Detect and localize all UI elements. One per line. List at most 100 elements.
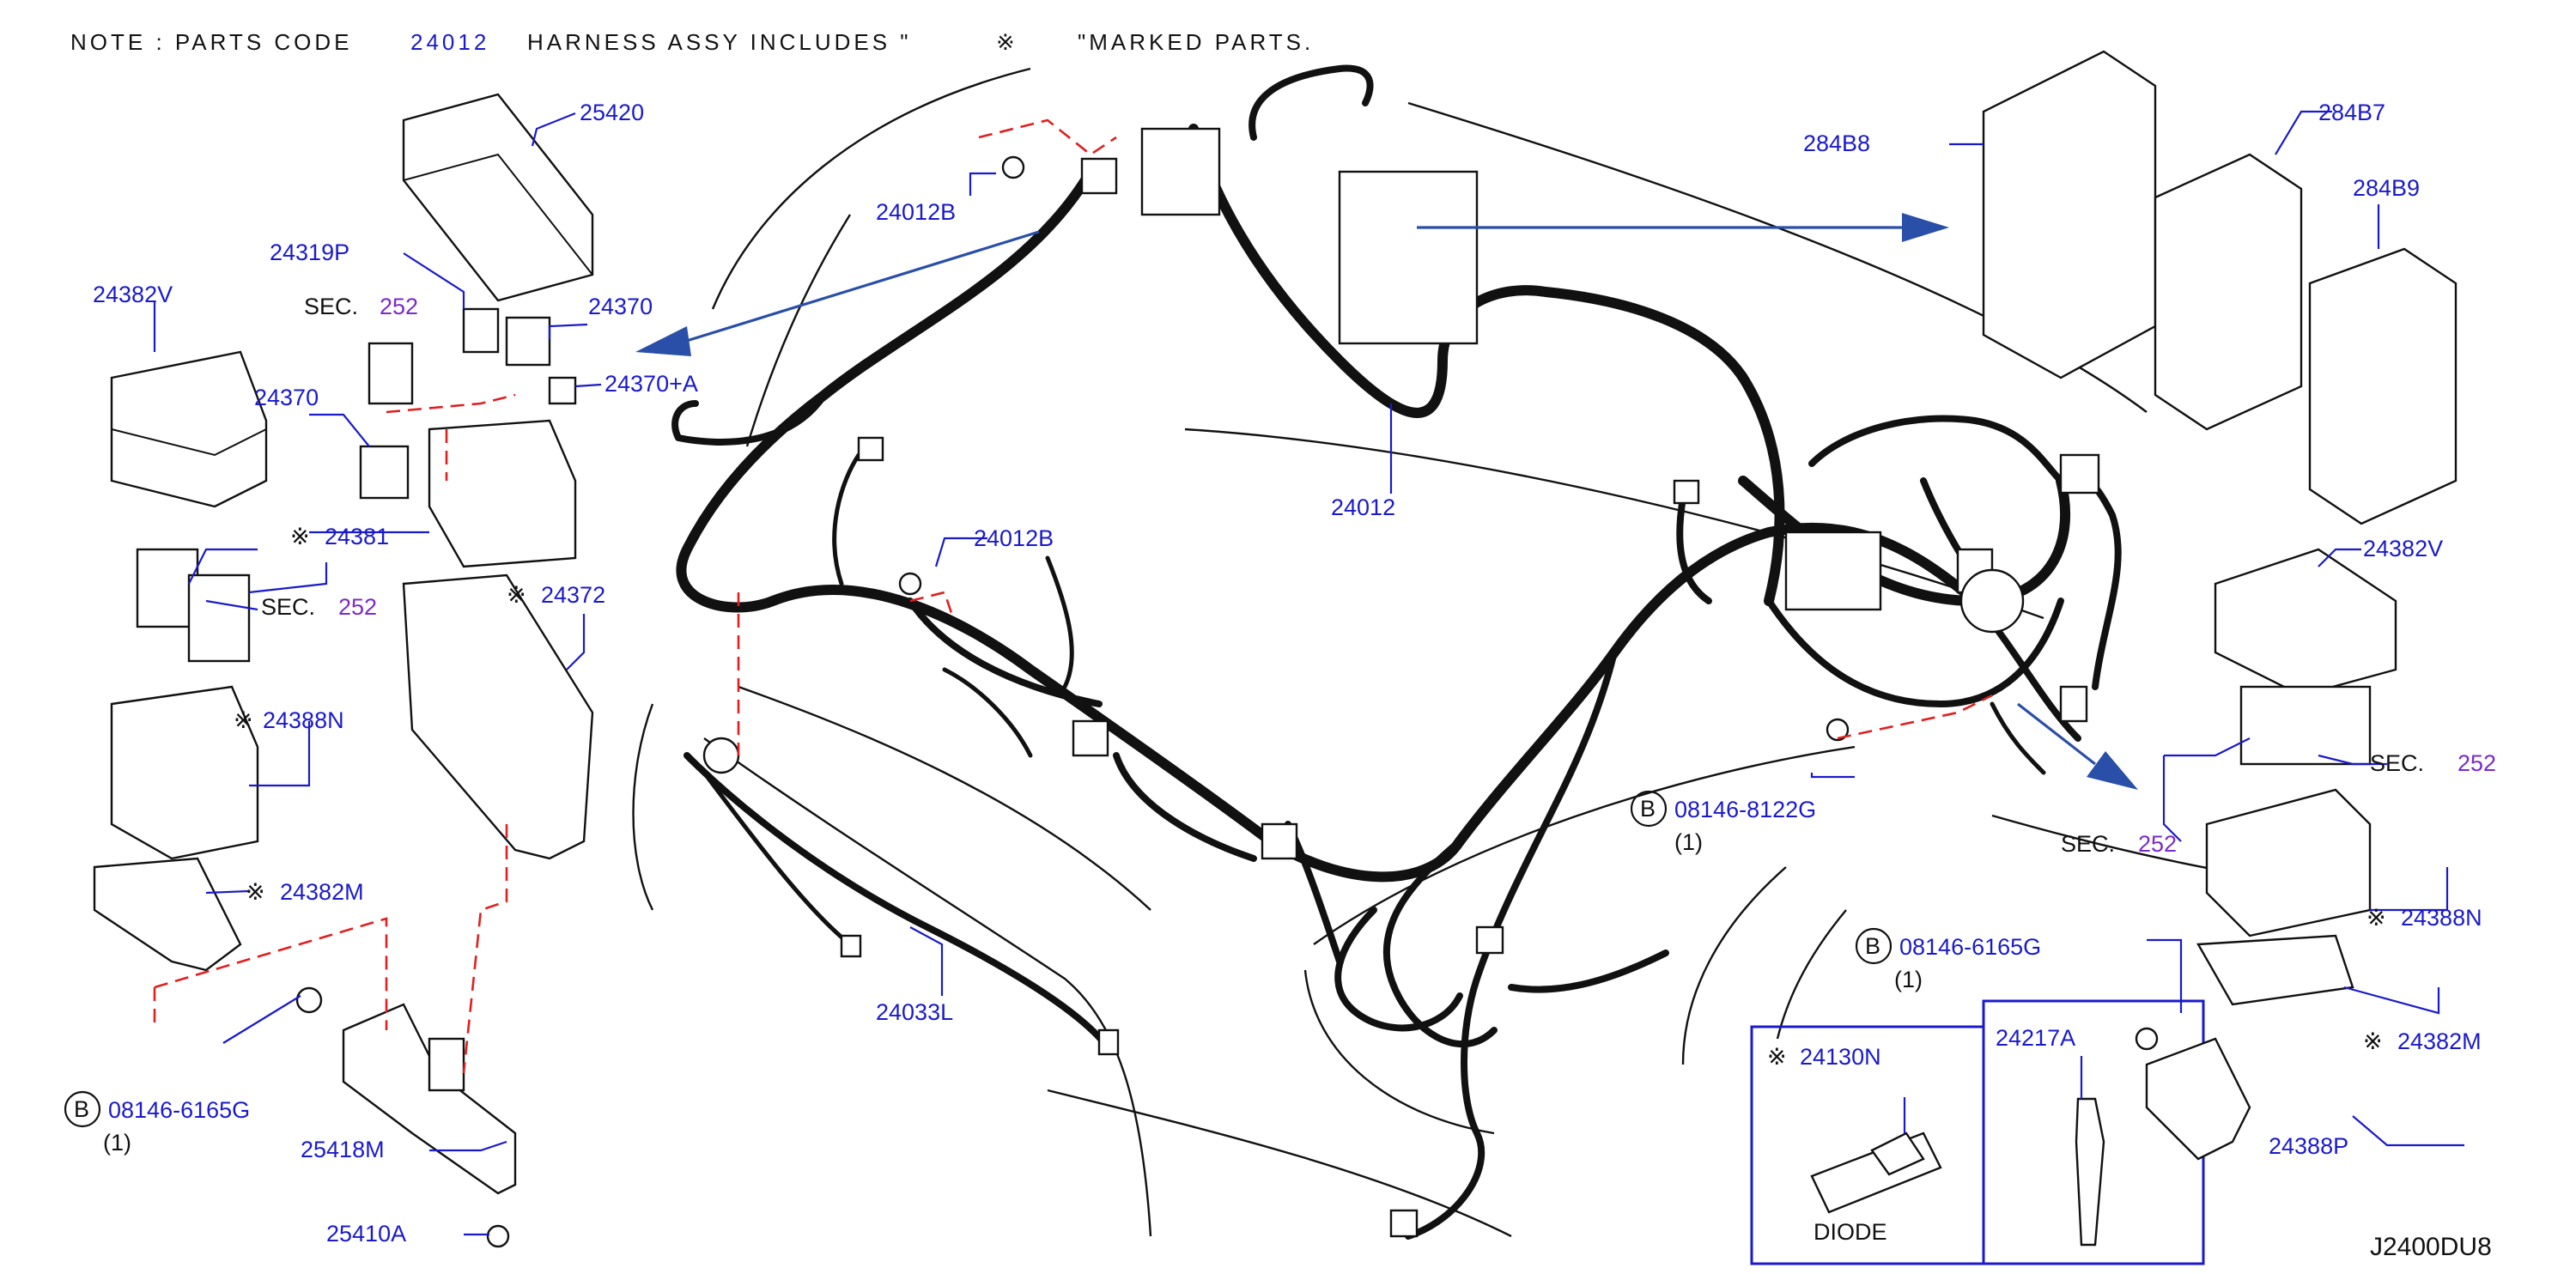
label-24012: 24012 (1331, 494, 1395, 520)
relay-box-24388N-right (2205, 788, 2372, 937)
label-24130N: 24130N (1800, 1044, 1881, 1070)
relay-group-right (2239, 685, 2372, 766)
grommet-right (1959, 568, 2025, 634)
label-24388P: 24388P (2269, 1133, 2348, 1159)
label-sec-left-top: SEC. (304, 294, 358, 319)
bracket-24382M-right (2196, 934, 2354, 1006)
bracket-24382M-left (93, 857, 242, 972)
grommet-left (702, 737, 740, 774)
right-parts (1826, 50, 2458, 1161)
leader-lines (153, 110, 2464, 1236)
label-24382V-right: 24382V (2363, 536, 2443, 561)
cover-24382V-left (110, 350, 268, 508)
fuse-block-24381 (428, 419, 577, 568)
arrow-head-down (2087, 751, 2138, 790)
label-25418M: 25418M (301, 1137, 385, 1162)
label-sec-right-low-num: 252 (2138, 831, 2177, 857)
connector-right-box (1784, 531, 1882, 611)
label-25410A: 25410A (326, 1221, 406, 1247)
bolt-08146-8122G (1826, 718, 1850, 742)
bolt-symbol-left-text: B (74, 1096, 89, 1122)
connector-c (1072, 719, 1109, 757)
bolt-left (295, 986, 323, 1014)
label-sec-right-low: SEC. (2061, 831, 2115, 857)
label-sec-left-mid-num: 252 (338, 594, 377, 620)
cover-284B8 (1982, 50, 2157, 379)
relay-sec252 (368, 342, 414, 405)
bracket-24388P (2145, 1037, 2251, 1161)
cover-25420 (402, 93, 594, 302)
label-sec-left-mid: SEC. (261, 594, 315, 620)
label-24012B-top: 24012B (876, 199, 956, 225)
qty-8122G: (1) (1674, 829, 1703, 855)
inset-box (1750, 999, 2205, 1265)
diagram-id: J2400DU8 (2370, 1233, 2492, 1261)
bolt-24012B-mid (898, 572, 922, 596)
label-284B7: 284B7 (2318, 100, 2385, 125)
bracket-25418M (342, 1003, 517, 1195)
connector-e (1475, 925, 1504, 955)
relay-b-left (187, 573, 251, 663)
relay-24370A (548, 376, 577, 405)
relay-24370-top (505, 316, 551, 367)
qty-right: (1) (1894, 967, 1923, 992)
label-sec-right-mid-num: 252 (2458, 750, 2496, 776)
box-24372 (402, 573, 594, 860)
label-24370A: 24370+A (605, 371, 698, 397)
arrow-head-right (1902, 213, 1949, 242)
label-24217A: 24217A (1996, 1025, 2075, 1051)
label-sec-right-mid: SEC. (2370, 750, 2424, 776)
mark-24381: ※ (290, 524, 310, 549)
bracket-tab (428, 1037, 465, 1092)
label-diode: DIODE (1814, 1219, 1887, 1245)
label-08146-6165G-right: 08146-6165G (1899, 934, 2041, 960)
mark-24382M-right: ※ (2363, 1028, 2383, 1054)
nut-25410A (486, 1224, 510, 1248)
junction-block-center (1338, 170, 1479, 345)
label-24381: 24381 (325, 524, 389, 549)
note-code: 24012 (410, 29, 489, 55)
module-284B7 (2154, 153, 2303, 431)
module-284B9 (2308, 247, 2458, 525)
label-24370-top: 24370 (588, 294, 653, 319)
note-middle: HARNESS ASSY INCLUDES " (527, 29, 912, 55)
bolt-symbol-8122G-text: B (1640, 796, 1656, 822)
harness-24033L (683, 752, 1120, 1056)
bolt-symbol-8122G (1630, 790, 1668, 828)
label-24388N-right: 24388N (2401, 905, 2482, 931)
part-labels: 25420 24319P SEC. 252 24370 24370+A 2438… (64, 100, 2496, 1261)
relay-a-left (136, 548, 199, 628)
clip-24217A (2075, 1097, 2105, 1247)
bolt-symbol-left (64, 1090, 101, 1128)
label-24372: 24372 (541, 582, 605, 608)
bolt-symbol-6165G-right-text: B (1865, 933, 1880, 959)
connector-h (1673, 479, 1700, 505)
main-harness-24012 (671, 64, 2122, 1240)
connector-j (2059, 685, 2088, 723)
label-08146-8122G: 08146-8122G (1674, 797, 1816, 822)
qty-left: (1) (103, 1130, 131, 1156)
label-284B8: 284B8 (1803, 130, 1870, 156)
label-24033L: 24033L (876, 999, 953, 1025)
connector-g (857, 436, 884, 462)
mark-24130N: ※ (1767, 1044, 1787, 1070)
bolt-24012B-top (1001, 155, 1025, 179)
mark-24382M-left: ※ (246, 879, 265, 905)
note-header: NOTE : PARTS CODE 24012 HARNESS ASSY INC… (70, 29, 1310, 55)
mark-24372: ※ (507, 582, 526, 608)
dashed-reference-lines (153, 118, 1993, 1074)
note-prefix: NOTE : PARTS CODE (70, 29, 353, 55)
label-24370-left: 24370 (254, 385, 319, 410)
label-24012B-mid: 24012B (974, 525, 1054, 551)
connector-24033L-end (1097, 1028, 1120, 1056)
connector-24033L-branch (840, 934, 862, 958)
connector-i (2059, 453, 2100, 494)
connector-f (1389, 1209, 1419, 1238)
label-284B9: 284B9 (2353, 175, 2420, 201)
relay-24370-left (359, 445, 410, 500)
label-sec-left-top-num: 252 (380, 294, 418, 319)
left-parts (93, 93, 1025, 1248)
label-24382M-left: 24382M (280, 879, 364, 905)
note-mark: ※ (996, 29, 1018, 55)
